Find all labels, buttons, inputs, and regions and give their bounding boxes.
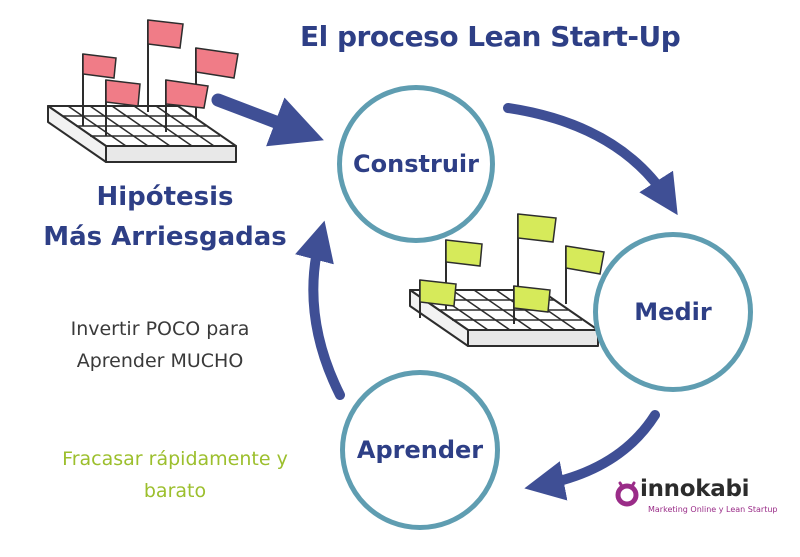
brand-name: innokabi <box>640 476 750 502</box>
step-construir: Construir <box>337 85 495 243</box>
red-flags-board-icon <box>47 19 239 163</box>
innokabi-logo-icon <box>615 481 639 507</box>
arrow-construir-to-medir <box>503 103 678 216</box>
step-construir-label: Construir <box>353 150 479 178</box>
arrow-medir-to-aprender <box>524 410 660 501</box>
arrow-hypothesis-to-construir <box>211 93 324 147</box>
arrow-aprender-to-construir <box>295 220 345 400</box>
step-medir: Medir <box>593 232 753 392</box>
fail-note-line-1: Fracasar rápidamente y <box>62 448 288 470</box>
step-medir-label: Medir <box>634 298 712 326</box>
hypothesis-line-1: Hipótesis <box>96 182 234 212</box>
hypothesis-line-2: Más Arriesgadas <box>43 222 287 252</box>
invest-note-line-2: Aprender MUCHO <box>76 350 244 372</box>
page-title: El proceso Lean Start-Up <box>300 20 681 53</box>
step-aprender: Aprender <box>340 370 500 530</box>
step-aprender-label: Aprender <box>356 436 484 464</box>
fail-note-line-2: barato <box>143 480 207 502</box>
invest-note-line-1: Invertir POCO para <box>70 318 250 340</box>
brand-tagline: Marketing Online y Lean Startup <box>648 505 778 514</box>
